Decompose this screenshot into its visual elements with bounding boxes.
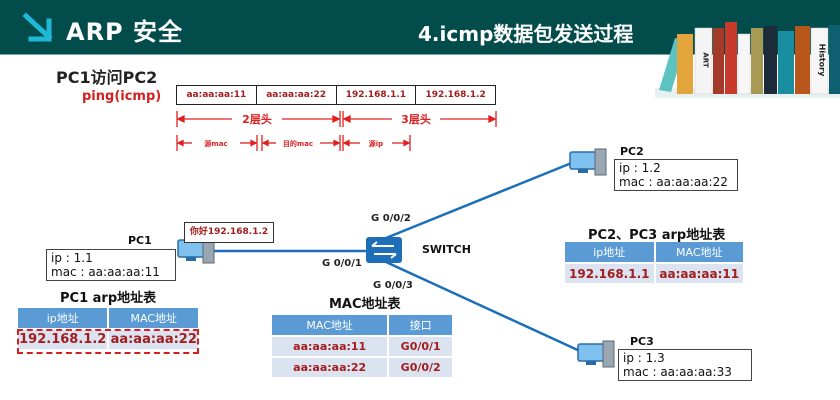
column-header: ip地址: [18, 308, 110, 328]
section-title: 4.icmp数据包发送过程: [418, 22, 634, 46]
pc1-ip: ip : 1.1: [51, 251, 93, 265]
pc2-computer-icon: [569, 148, 607, 176]
ping-label: ping(icmp): [82, 89, 162, 104]
header-divider: [0, 54, 840, 55]
column-header: MAC地址: [109, 308, 198, 328]
book-spine-label: History: [818, 44, 827, 77]
port-label-g003: G 0/0/3: [373, 280, 413, 291]
packet-frame: aa:aa:aa:11 aa:aa:aa:22 192.168.1.1 192.…: [176, 85, 496, 105]
book: [764, 26, 777, 94]
pc1-label: PC1: [128, 234, 152, 247]
table-cell: 192.168.1.1: [565, 262, 656, 283]
mac-address-table: MAC地址 接口 aa:aa:aa:11 G0/0/1 aa:aa:aa:22 …: [272, 315, 452, 377]
dst-mac-label: 目的mac: [283, 139, 313, 148]
src-mac-label: 源mac: [204, 139, 227, 148]
table-cell: G0/0/2: [389, 356, 452, 377]
switch-icon: [366, 237, 402, 263]
table-header-row: ip地址 MAC地址: [565, 242, 743, 262]
packet-field-dst-ip: 192.168.1.2: [425, 90, 486, 100]
arrow-head: [250, 139, 258, 147]
port-label-g001: G 0/0/1: [322, 258, 362, 269]
src-ip-label: 源ip: [369, 139, 383, 148]
pc23-arp-table: ip地址 MAC地址 192.168.1.1 aa:aa:aa:11: [565, 242, 743, 283]
table-cell: aa:aa:aa:22: [109, 328, 198, 349]
arrow-head: [176, 139, 184, 147]
pc3-label: PC3: [630, 335, 654, 348]
book: [737, 33, 751, 95]
packet-field-dst-mac: aa:aa:aa:22: [257, 86, 337, 104]
table-cell: aa:aa:aa:22: [272, 356, 390, 377]
header-annotations: 2层头 3层头 源mac 目的mac 源ip: [176, 111, 497, 151]
book: [713, 28, 724, 94]
pc3-ip: ip : 1.3: [623, 351, 665, 365]
book: [694, 27, 713, 95]
pc2-info-box: ip : 1.2 mac : aa:aa:aa:22: [614, 159, 738, 191]
table-row: aa:aa:aa:11 G0/0/1: [272, 335, 452, 356]
arrow-head: [176, 114, 185, 124]
arrow-head: [342, 114, 351, 124]
pc1-info-box: ip : 1.1 mac : aa:aa:aa:11: [46, 249, 176, 281]
pc1-arp-table: ip地址 MAC地址 192.168.1.2 aa:aa:aa:22: [18, 308, 198, 349]
book: [810, 27, 829, 95]
hello-message-bubble: 你好192.168.1.2: [184, 222, 274, 243]
arrow-head: [332, 114, 341, 124]
book: [829, 25, 840, 94]
scenario-title: PC1访问PC2: [56, 68, 158, 87]
pc1-mac: mac : aa:aa:aa:11: [51, 265, 160, 279]
table-cell: G0/0/1: [389, 335, 452, 356]
layer3-header-label: 3层头: [401, 112, 431, 126]
pc3-computer-icon: [577, 340, 615, 368]
table-row: aa:aa:aa:22 G0/0/2: [272, 356, 452, 377]
pc23-arp-table-title: PC2、PC3 arp地址表: [588, 228, 726, 243]
column-header: MAC地址: [655, 242, 743, 262]
book: [725, 22, 737, 94]
arrow-down-right-icon: [22, 12, 53, 42]
packet-field-src-ip: 192.168.1.1: [337, 86, 417, 104]
table-row: 192.168.1.1 aa:aa:aa:11: [565, 262, 743, 283]
book: [778, 31, 794, 94]
column-header: 接口: [389, 315, 452, 335]
port-label-g002: G 0/0/2: [371, 213, 411, 224]
pc2-label: PC2: [620, 145, 644, 158]
mac-table-title: MAC地址表: [329, 297, 401, 312]
book: [751, 28, 763, 94]
pc2-ip: ip : 1.2: [619, 161, 661, 175]
table-cell: aa:aa:aa:11: [272, 335, 390, 356]
switch-label: SWITCH: [422, 243, 471, 256]
arrow-head: [342, 139, 350, 147]
book: [677, 34, 693, 94]
table-row: 192.168.1.2 aa:aa:aa:22: [18, 328, 198, 349]
arrow-head: [261, 139, 269, 147]
brand-title: ARP 安全: [66, 18, 183, 46]
link-switch-pc2: [385, 160, 575, 240]
pc3-info-box: ip : 1.3 mac : aa:aa:aa:33: [618, 349, 752, 381]
arrow-head: [488, 114, 497, 124]
arrow-head: [333, 139, 341, 147]
pc3-mac: mac : aa:aa:aa:33: [623, 365, 732, 379]
table-header-row: ip地址 MAC地址: [18, 308, 198, 328]
packet-field-src-mac: aa:aa:aa:11: [177, 86, 257, 104]
column-header: MAC地址: [272, 315, 390, 335]
pc2-mac: mac : aa:aa:aa:22: [619, 175, 728, 189]
column-header: ip地址: [565, 242, 656, 262]
table-cell: aa:aa:aa:11: [655, 262, 743, 283]
layer2-header-label: 2层头: [242, 112, 272, 126]
books-illustration: ART History: [655, 22, 840, 98]
book: [795, 26, 810, 94]
pc1-arp-table-title: PC1 arp地址表: [60, 291, 157, 306]
table-header-row: MAC地址 接口: [272, 315, 452, 335]
table-cell: 192.168.1.2: [18, 328, 110, 349]
book-spine-label: ART: [702, 52, 710, 67]
arrow-head: [403, 139, 411, 147]
